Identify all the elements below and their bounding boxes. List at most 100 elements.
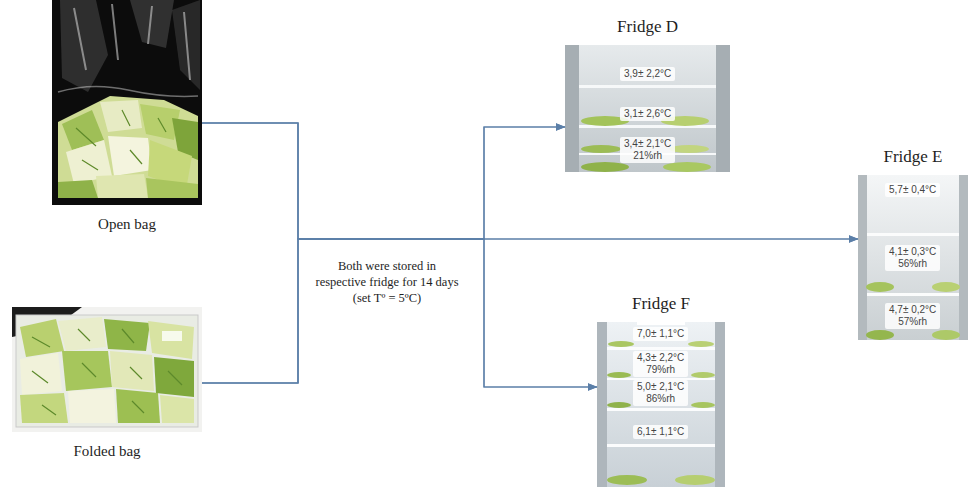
reading-box: 3,4± 2,1°C21%rh [620, 137, 675, 163]
illustration-shape [581, 145, 621, 153]
illustration-shape [867, 293, 959, 296]
fridge-photo-box: Fridge D3,9± 2,2°C3,1± 2,6°C3,4± 2,1°C21… [565, 45, 730, 172]
fridge-title: Fridge D [617, 17, 678, 37]
bag-plastic [12, 307, 202, 432]
illustration-shape [607, 347, 715, 350]
illustration-shape [581, 162, 629, 172]
illustration-shape [858, 175, 968, 340]
temperature-reading: 5,0± 2,1°C [637, 381, 684, 393]
flow-arrow [202, 123, 597, 387]
reading-box: 6,1± 1,1°C [633, 425, 688, 439]
illustration-shape [68, 389, 116, 423]
illustration-shape [691, 402, 715, 408]
reading-box: 7,0± 1,1°C [633, 327, 688, 341]
illustration-shape [858, 175, 867, 340]
flow-arrow [202, 123, 858, 239]
illustration-shape [607, 402, 631, 408]
storage-note: Both were stored in respective fridge fo… [312, 258, 462, 306]
illustration-shape [32, 329, 182, 415]
temperature-reading: 4,3± 2,2°C [637, 352, 684, 364]
illustration-shape [62, 351, 112, 391]
illustration-shape [675, 475, 715, 485]
temperature-reading: 6,1± 1,1°C [637, 426, 684, 438]
lettuce [58, 96, 198, 198]
illustration-shape [16, 315, 198, 427]
illustration-shape [597, 322, 725, 487]
illustration-shape [715, 322, 725, 487]
illustration-shape [663, 162, 711, 172]
temperature-reading: 5,7± 0,4°C [889, 184, 936, 196]
illustration-shape [20, 393, 68, 423]
fridge-title: Fridge F [632, 294, 690, 314]
illustration-shape [110, 351, 154, 391]
illustration-shape [12, 307, 202, 432]
illustration-shape [866, 330, 894, 340]
sample-caption: Open bag [98, 216, 156, 233]
fridge-title: Fridge E [883, 147, 942, 167]
illustration-shape [96, 174, 148, 198]
illustration-shape [867, 233, 959, 236]
illustration-shape [58, 180, 98, 198]
illustration-shape [932, 282, 960, 292]
illustration-shape [607, 475, 647, 485]
temperature-reading: 3,1± 2,6°C [624, 108, 671, 120]
humidity-reading: 21%rh [624, 150, 671, 162]
illustration-shape [607, 372, 631, 378]
temperature-reading: 7,0± 1,1°C [637, 328, 684, 340]
lettuce-bags [866, 282, 960, 340]
flow-arrow [202, 239, 858, 383]
humidity-reading: 86%rh [637, 393, 684, 405]
illustration-shape [162, 331, 182, 341]
illustration-shape [959, 175, 968, 340]
lettuce [20, 317, 194, 423]
fridge-interior [858, 175, 968, 340]
open-bag-photo [52, 0, 202, 205]
illustration-shape [688, 341, 714, 347]
illustration-shape [607, 408, 715, 411]
temperature-reading: 3,9± 2,2°C [624, 68, 671, 80]
humidity-reading: 56%rh [889, 258, 936, 270]
illustration-shape [866, 282, 894, 292]
illustration-shape [108, 136, 152, 176]
temperature-reading: 4,7± 0,2°C [889, 304, 936, 316]
illustration-shape [60, 0, 108, 92]
illustration-shape [76, 110, 166, 170]
sample-photo-box: Open bag [52, 0, 202, 205]
humidity-reading: 79%rh [637, 364, 684, 376]
illustration-shape [20, 353, 62, 395]
lettuce-bags [581, 116, 711, 172]
illustration-shape [579, 85, 716, 88]
sample-photo-box: Folded bag [12, 307, 202, 432]
illustration-shape [100, 100, 142, 132]
illustration-shape [146, 178, 198, 198]
fridge-interior [565, 45, 730, 172]
illustration-shape [716, 45, 730, 172]
flow-arrow [202, 127, 565, 383]
illustration-shape [597, 322, 607, 487]
illustration-shape [148, 321, 194, 359]
illustration-shape [607, 444, 715, 447]
reading-box: 4,3± 2,2°C79%rh [633, 351, 688, 377]
illustration-shape [160, 395, 194, 423]
illustration-shape [58, 86, 198, 96]
sample-caption: Folded bag [73, 443, 140, 460]
reading-box: 5,7± 0,4°C [885, 183, 940, 197]
reading-box: 5,0± 2,1°C86%rh [633, 380, 688, 406]
reading-box: 3,9± 2,2°C [620, 67, 675, 81]
illustration-shape [20, 319, 64, 357]
flow-arrow [202, 239, 597, 387]
illustration-shape [565, 45, 579, 172]
reading-box: 3,1± 2,6°C [620, 107, 675, 121]
reading-box: 4,1± 0,3°C56%rh [885, 245, 940, 271]
temperature-reading: 3,4± 2,1°C [624, 138, 671, 150]
illustration-shape [52, 0, 202, 205]
illustration-shape [58, 317, 106, 351]
temperature-reading: 4,1± 0,3°C [889, 246, 936, 258]
flow-arrow [202, 123, 565, 239]
illustration-shape [565, 45, 730, 172]
humidity-reading: 57%rh [889, 316, 936, 328]
bag-plastic [52, 0, 202, 205]
folded-bag-photo [12, 307, 202, 432]
